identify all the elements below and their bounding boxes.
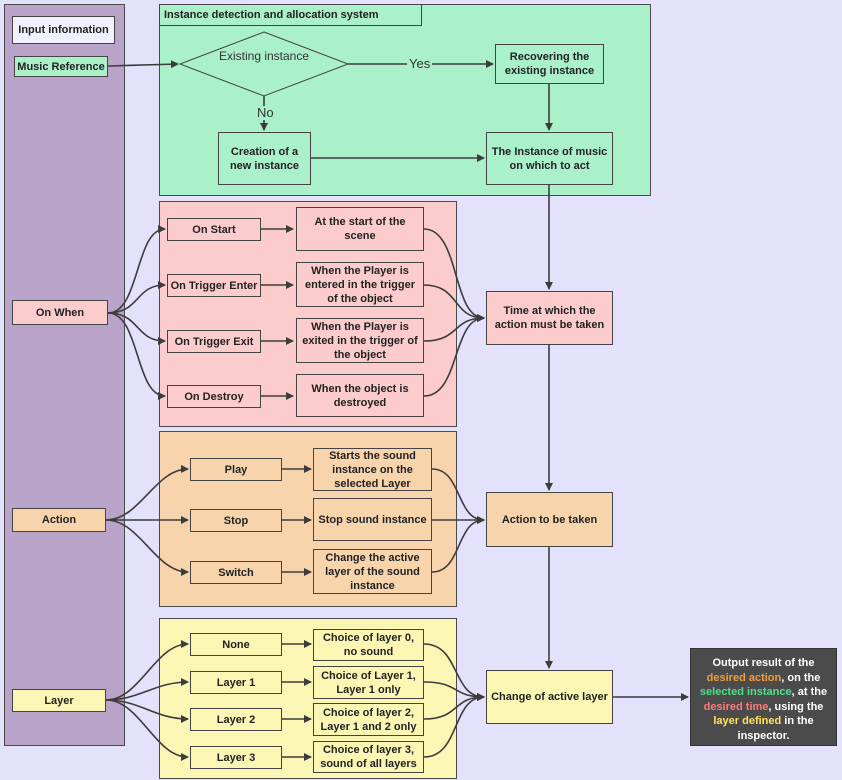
stop-description: Stop sound instance — [313, 498, 432, 541]
layer-none-node: None — [190, 633, 282, 656]
existing-instance-label: Existing instance — [218, 49, 310, 63]
no-edge-label: No — [255, 105, 276, 120]
layer-none-description: Choice of layer 0, no sound — [313, 629, 424, 661]
on-start-node: On Start — [167, 218, 261, 241]
action-to-be-taken-node: Action to be taken — [486, 492, 613, 547]
output-layer-defined: layer defined — [713, 715, 782, 727]
on-destroy-node: On Destroy — [167, 385, 261, 408]
switch-description: Change the active layer of the sound ins… — [313, 549, 432, 594]
instance-to-act-node: The Instance of music on which to act — [486, 132, 613, 185]
on-trigger-enter-description: When the Player is entered in the trigge… — [296, 262, 424, 307]
on-when-node: On When — [12, 300, 108, 325]
output-text-3: , at the — [791, 686, 828, 698]
layer-1-node: Layer 1 — [190, 671, 282, 694]
stop-node: Stop — [190, 509, 282, 532]
change-active-layer-node: Change of active layer — [486, 670, 613, 724]
recovering-instance-node: Recovering the existing instance — [495, 44, 604, 84]
on-trigger-exit-description: When the Player is exited in the trigger… — [296, 318, 424, 363]
on-destroy-description: When the object is destroyed — [296, 374, 424, 417]
input-information-title: Input information — [12, 16, 115, 44]
layer-3-description: Choice of layer 3, sound of all layers — [313, 741, 424, 773]
time-of-action-node: Time at which the action must be taken — [486, 291, 613, 345]
output-text-2: , on the — [781, 671, 821, 684]
layer-2-description: Choice of layer 2, Layer 1 and 2 only — [313, 703, 424, 736]
output-desired-time: desired time — [703, 700, 769, 713]
yes-edge-label: Yes — [407, 56, 433, 71]
switch-node: Switch — [190, 561, 282, 584]
on-trigger-exit-node: On Trigger Exit — [167, 330, 261, 353]
layer-1-description: Choice of Layer 1, Layer 1 only — [313, 666, 424, 699]
existing-instance-decision — [178, 31, 350, 97]
layer-3-node: Layer 3 — [190, 746, 282, 769]
input-information-panel — [4, 4, 125, 746]
output-text-4: , using the — [768, 700, 824, 713]
play-node: Play — [190, 458, 282, 481]
layer-2-node: Layer 2 — [190, 708, 282, 731]
on-start-description: At the start of the scene — [296, 207, 424, 251]
new-instance-node: Creation of a new instance — [218, 132, 311, 185]
output-selected-instance: selected instance — [699, 686, 792, 698]
output-text-1: Output result of the — [712, 657, 815, 669]
output-desired-action: desired action — [706, 671, 782, 684]
music-reference-node: Music Reference — [14, 56, 108, 77]
on-trigger-enter-node: On Trigger Enter — [167, 274, 261, 297]
layer-node: Layer — [12, 689, 106, 712]
action-node: Action — [12, 508, 106, 532]
play-description: Starts the sound instance on the selecte… — [313, 448, 432, 491]
output-result-box: Output result of the desired action, on … — [690, 648, 837, 746]
detection-panel-title: Instance detection and allocation system — [159, 4, 422, 26]
output-text-5: in the inspector. — [737, 715, 814, 742]
